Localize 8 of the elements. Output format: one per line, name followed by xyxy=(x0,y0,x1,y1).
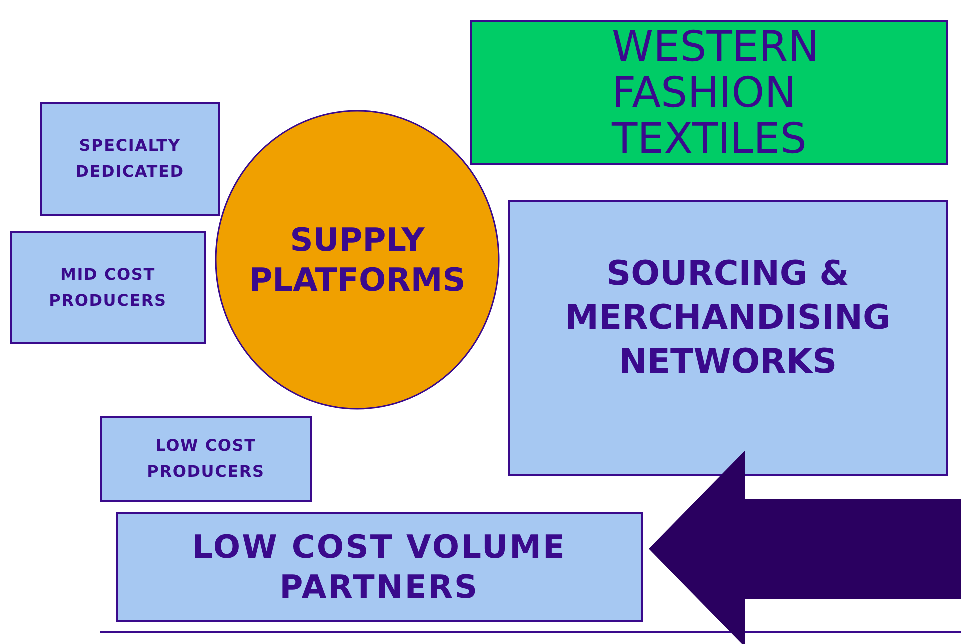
platform-ellipse: SUPPLY PLATFORMS xyxy=(215,110,500,410)
category-box: MID COST PRODUCERS xyxy=(10,231,206,344)
category-box: LOW COST PRODUCERS xyxy=(100,416,312,502)
block-arrow xyxy=(649,451,961,644)
network-box: SOURCING & MERCHANDISING NETWORKS xyxy=(508,200,948,476)
category-box: SPECIALTY DEDICATED xyxy=(40,102,220,216)
partner-box: LOW COST VOLUME PARTNERS xyxy=(116,512,643,622)
title-box: WESTERN FASHION TEXTILES xyxy=(470,20,948,165)
